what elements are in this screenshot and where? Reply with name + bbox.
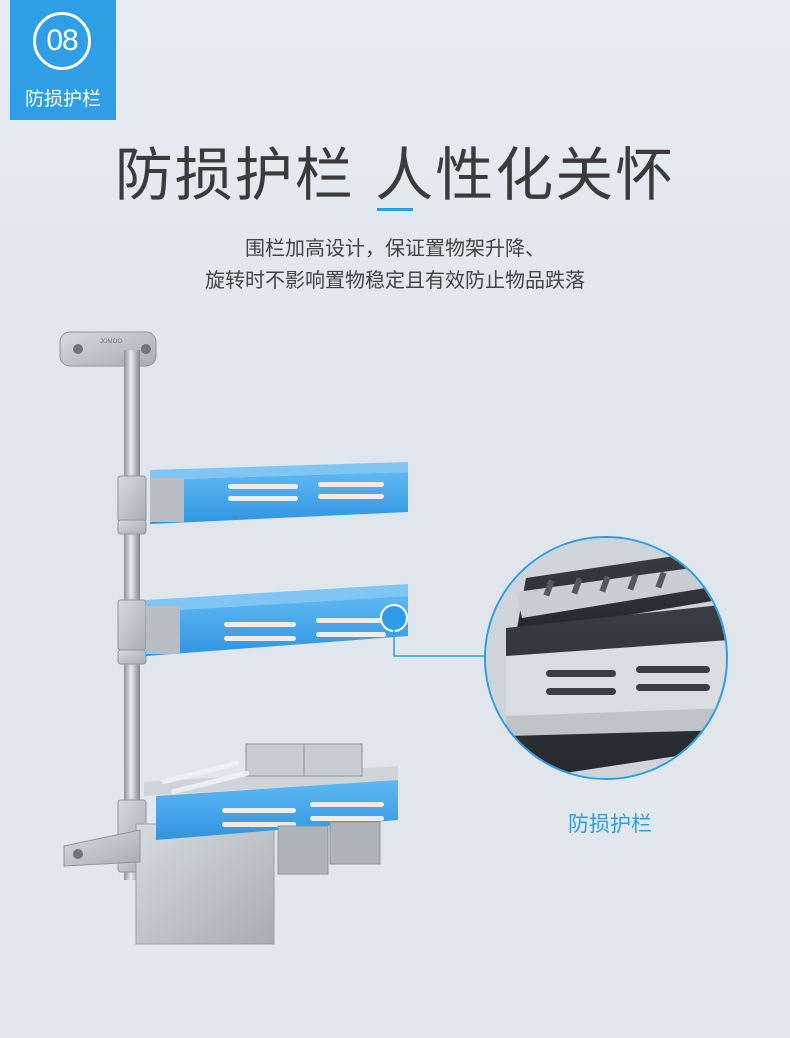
top-wall-bracket: JOMOO — [59, 331, 157, 367]
upper-shelf — [150, 462, 408, 524]
bottom-wall-bracket — [63, 829, 141, 867]
bottom-storage-unit — [135, 743, 398, 945]
brand-mark: JOMOO — [100, 339, 122, 345]
description-line-1: 围栏加高设计，保证置物架升降、 — [245, 236, 545, 260]
utensil-cup-right — [303, 743, 363, 777]
mesh-basket-left — [277, 825, 329, 875]
section-label: 防损护栏 — [24, 88, 101, 110]
guard-detail-zoom — [484, 536, 728, 780]
section-number: 08 — [33, 12, 91, 70]
guard-detail-image — [486, 538, 726, 778]
utensil-cup-left — [245, 743, 305, 777]
description-line-2: 旋转时不影响置物稳定且有效防止物品跌落 — [205, 268, 585, 292]
callout-line — [393, 618, 484, 657]
mesh-basket-right — [329, 821, 381, 865]
section-badge: 08 防损护栏 — [10, 0, 116, 120]
callout-label: 防损护栏 — [568, 812, 652, 836]
middle-shelf — [146, 584, 408, 656]
title-underline — [377, 208, 413, 211]
page-title: 防损护栏 人性化关怀 — [114, 141, 676, 209]
